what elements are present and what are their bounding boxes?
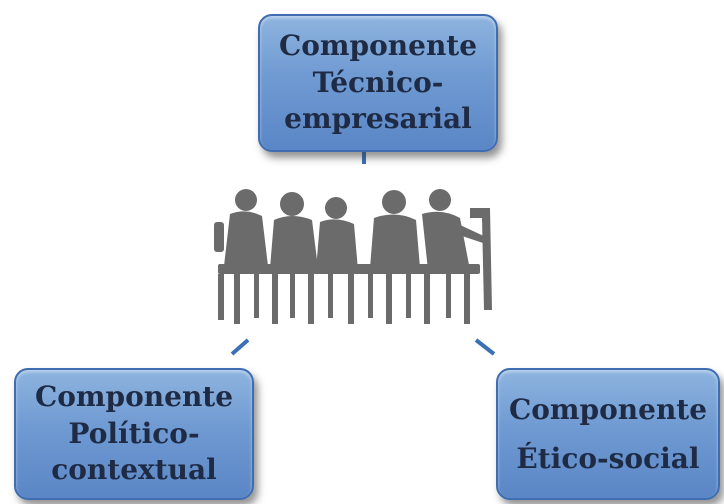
component-tecnico-empresarial: Componente Técnico- empresarial: [258, 14, 498, 152]
connector-right: [474, 338, 496, 356]
connector-left: [230, 338, 250, 356]
component-right-line2: Ético-social: [516, 442, 700, 475]
component-etico-social: Componente Ético-social: [496, 368, 720, 500]
component-top-line2: Técnico-: [312, 65, 444, 99]
component-politico-contextual: Componente Político- contextual: [14, 368, 254, 500]
component-left-line2: Político-: [68, 416, 200, 450]
component-top-line1: Componente: [278, 29, 478, 63]
component-top-line3: empresarial: [284, 102, 472, 136]
component-left-line1: Componente: [34, 380, 234, 414]
component-right-line1: Componente: [508, 393, 708, 426]
meeting-people-icon: [214, 189, 492, 324]
component-left-line3: contextual: [51, 453, 217, 487]
